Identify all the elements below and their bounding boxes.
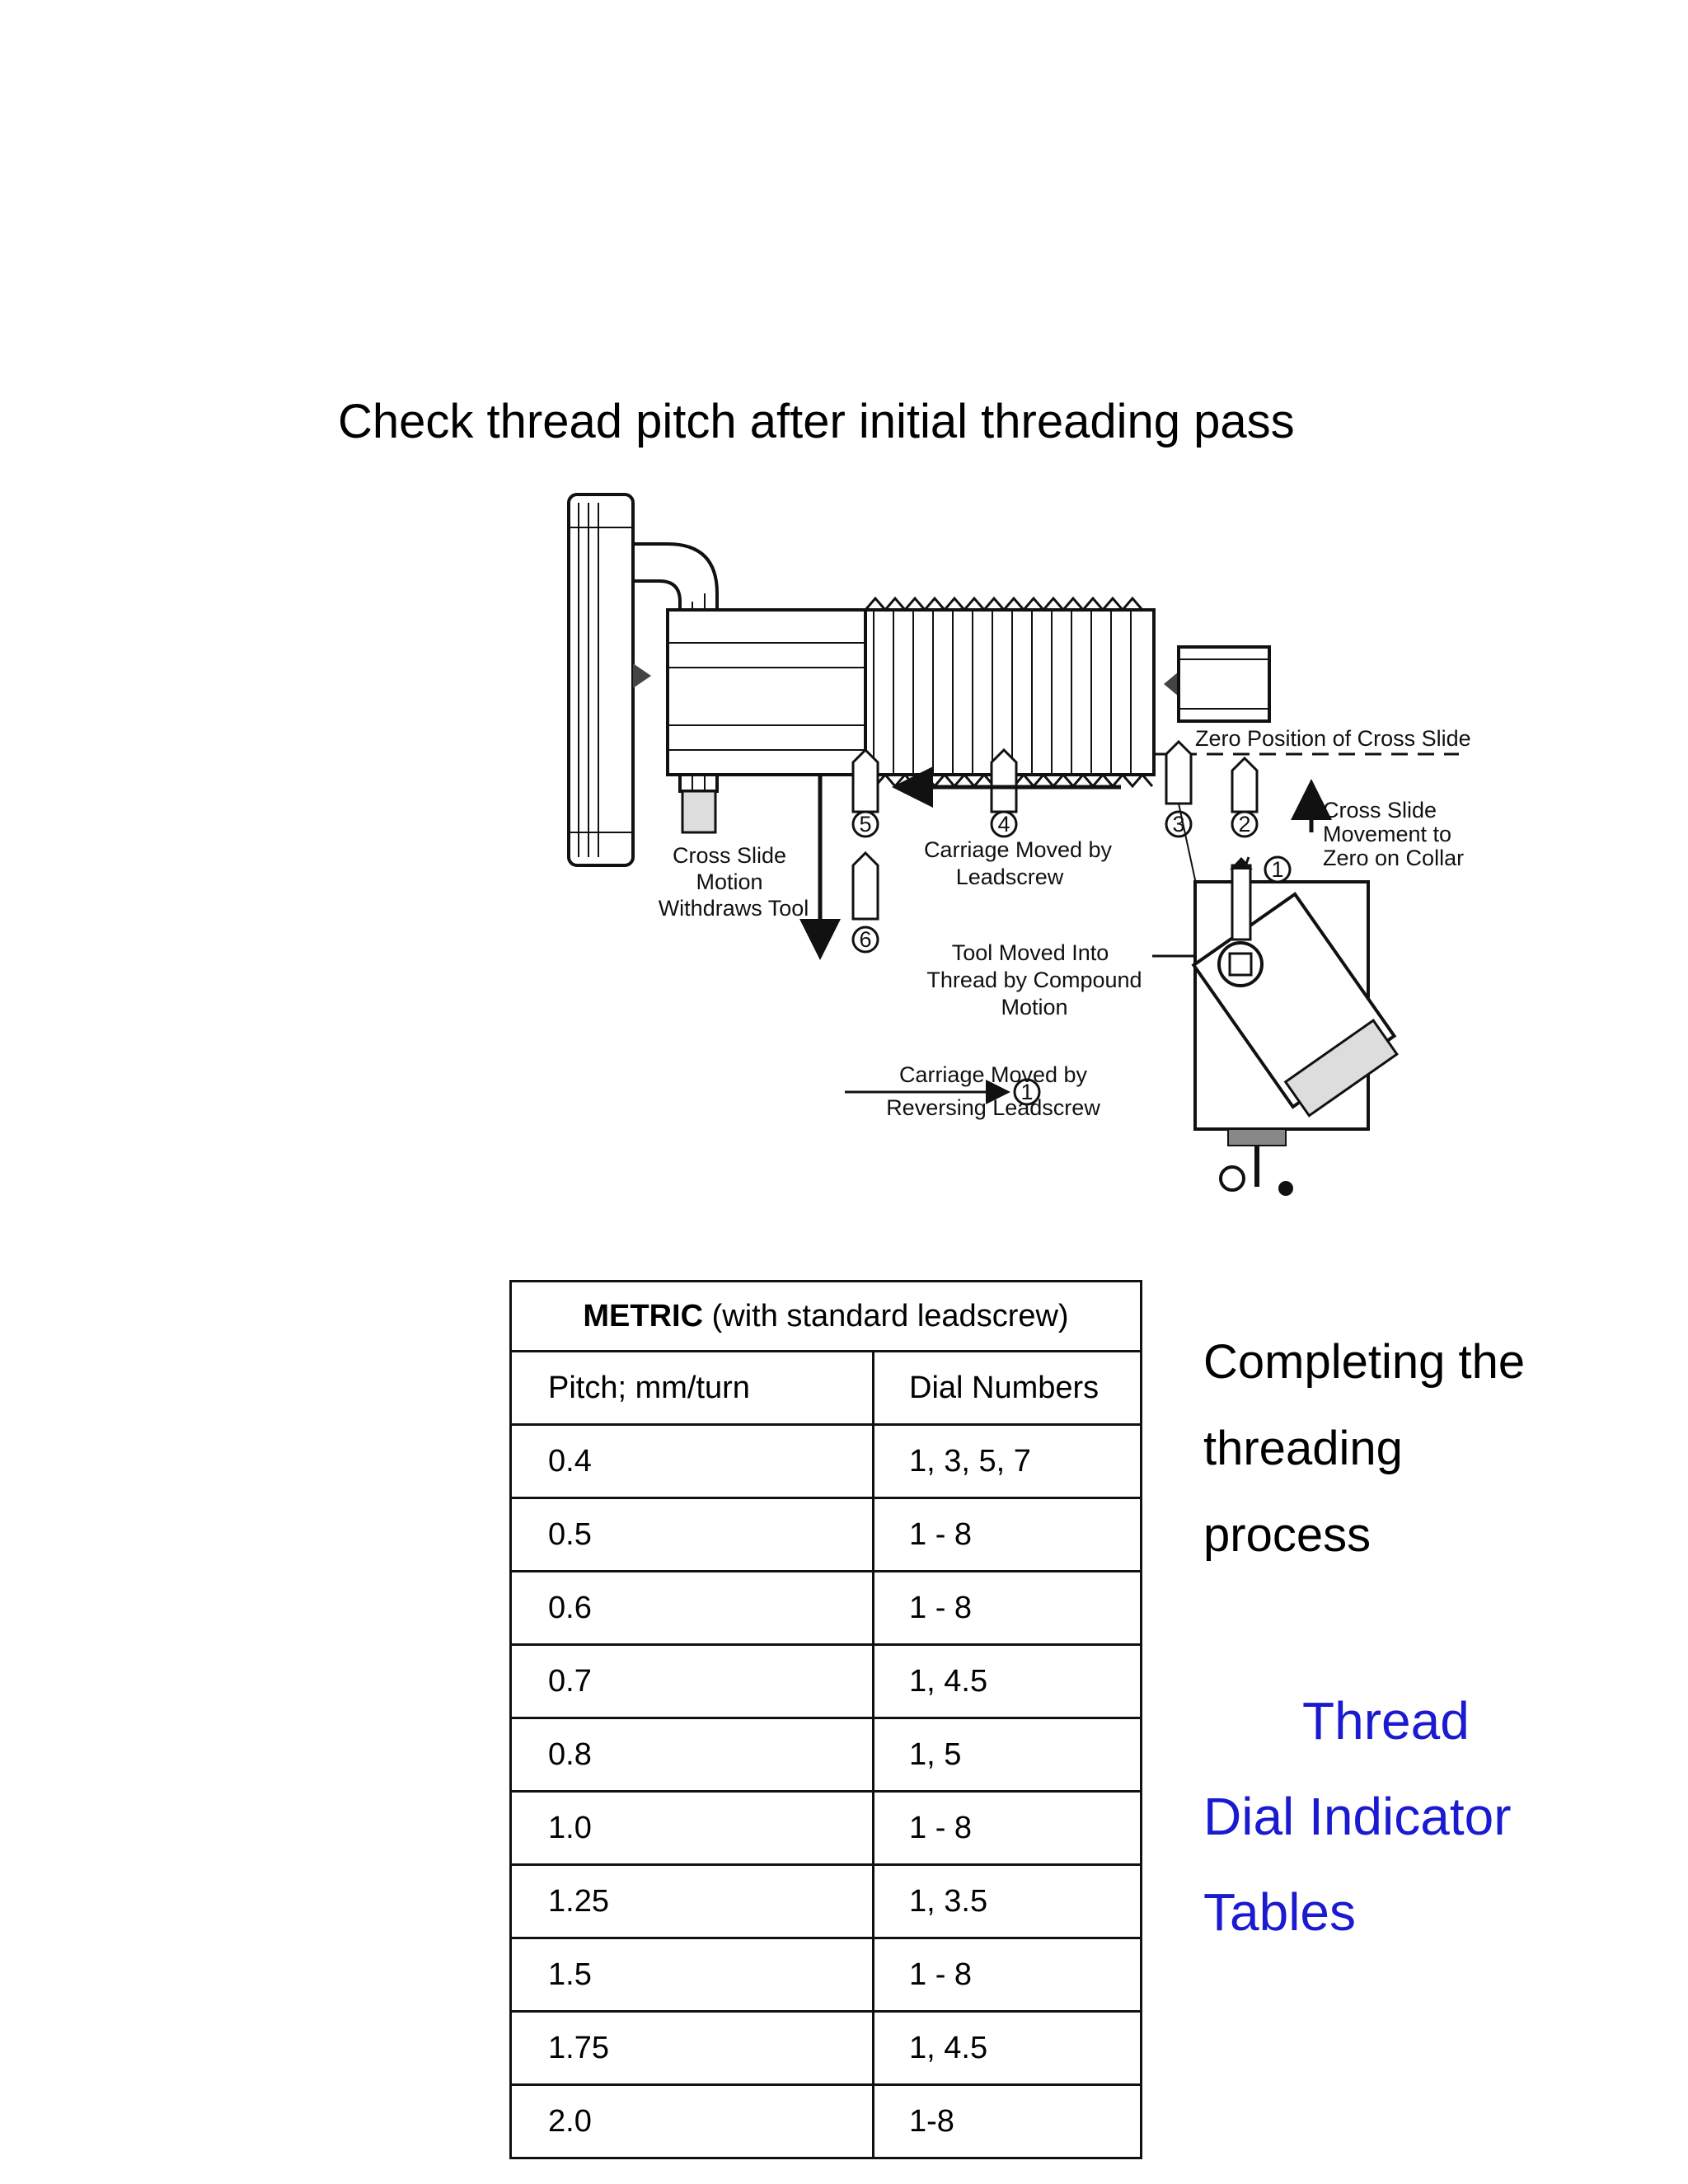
column-header-pitch: Pitch; mm/turn [509, 1350, 874, 1426]
svg-text:2: 2 [1238, 812, 1250, 837]
side-caption: Completing the threading process [1203, 1335, 1526, 1562]
svg-text:Movement to: Movement to [1323, 822, 1451, 846]
tool-position-3: 3 [1165, 739, 1193, 838]
svg-text:Tool Moved Into: Tool Moved Into [952, 940, 1109, 965]
svg-text:6: 6 [859, 927, 871, 952]
tool-position-2: 2 [1231, 756, 1259, 838]
svg-text:Reversing Leadscrew: Reversing Leadscrew [886, 1095, 1100, 1120]
zero-position-label: Zero Position of Cross Slide [1195, 726, 1471, 751]
column-header-dial: Dial Numbers [872, 1350, 1142, 1426]
svg-text:Cross Slide: Cross Slide [1323, 798, 1437, 823]
svg-text:1: 1 [1271, 857, 1283, 882]
svg-text:4: 4 [997, 812, 1010, 837]
svg-text:Carriage Moved by: Carriage Moved by [899, 1062, 1088, 1087]
zero-position-line: Zero Position of Cross Slide [1154, 726, 1471, 756]
compound-rest [1191, 857, 1399, 1196]
svg-text:1: 1 [1020, 1080, 1033, 1104]
svg-text:Zero on Collar: Zero on Collar [1323, 846, 1464, 870]
svg-text:Thread by Compound: Thread by Compound [926, 968, 1142, 992]
threading-diagram: Zero Position of Cross Slide 5 4 3 2 6 [560, 478, 1484, 1236]
thread-dial-tables-link[interactable]: Thread Dial Indicator Tables [1203, 1691, 1512, 1942]
faceplate [567, 493, 635, 867]
tool-position-4: 4 [990, 748, 1018, 838]
svg-text:Carriage Moved by: Carriage Moved by [924, 837, 1113, 862]
svg-text:Withdraws Tool: Withdraws Tool [659, 896, 809, 921]
svg-text:Motion: Motion [1001, 995, 1067, 1019]
svg-text:Motion: Motion [696, 869, 762, 894]
svg-text:Cross Slide: Cross Slide [673, 843, 786, 868]
svg-text:Leadscrew: Leadscrew [956, 865, 1064, 889]
tool-position-6: 6 [851, 851, 879, 954]
table-header-row: Pitch; mm/turn Dial Numbers [509, 1350, 1142, 1426]
table-caption: METRIC (with standard leadscrew) [509, 1280, 1142, 1352]
workpiece [666, 596, 1271, 789]
metric-dial-table: METRIC (with standard leadscrew) Pitch; … [509, 1280, 1142, 2159]
svg-text:5: 5 [859, 812, 871, 837]
tool-position-5: 5 [851, 748, 879, 838]
page-heading: Check thread pitch after initial threadi… [338, 395, 1295, 448]
table-caption-row: METRIC (with standard leadscrew) [509, 1280, 1142, 1352]
